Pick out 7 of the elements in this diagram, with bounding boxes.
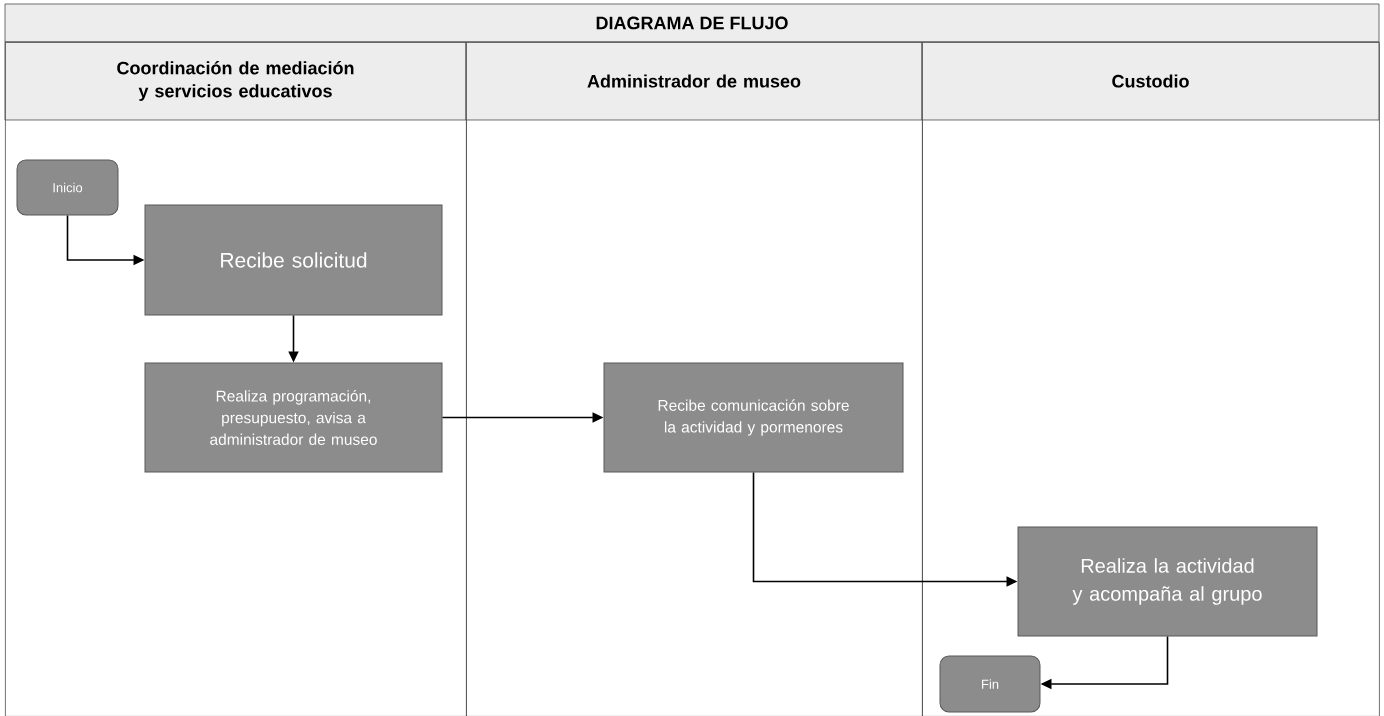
process-box: Recibe comunicación sobre la actividad y pormenores (603, 362, 904, 473)
terminal-box: Fin (939, 655, 1041, 713)
terminal-box: Inicio (16, 159, 119, 216)
process-box: Recibe solicitud (144, 204, 443, 316)
title-bar: DIAGRAMA DE FLUJO (4, 3, 1380, 43)
process-box: Realiza la actividad y acompaña al grupo (1017, 526, 1318, 637)
process-box: Realiza programación, presupuesto, avisa a administrador de museo (144, 362, 443, 473)
